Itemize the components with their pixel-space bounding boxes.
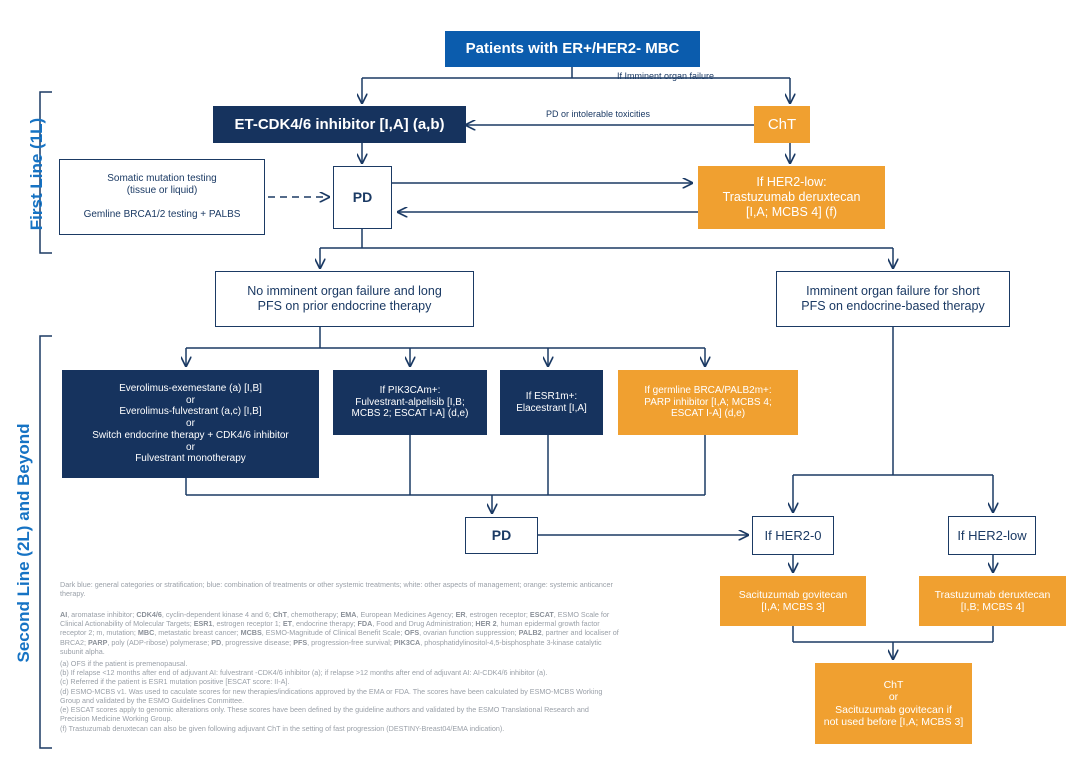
node-final-cht: ChT or Sacituzumab govitecan if not used… — [815, 663, 972, 744]
footnote: (f) Trastuzumab deruxtecan can also be g… — [60, 723, 505, 733]
node-if-her2-low-second: If HER2-low — [948, 516, 1036, 555]
node-sacituzumab: Sacituzumab govitecan [I,A; MCBS 3] — [720, 576, 866, 626]
abbreviation-term: MBC — [137, 628, 155, 638]
abbreviation-term: CDK4/6 — [136, 610, 162, 619]
abbreviation-term: ESCAT — [529, 610, 554, 619]
abbreviation-term: AI — [60, 610, 68, 619]
node-everolimus-options: Everolimus-exemestane (a) [I,B] or Evero… — [62, 370, 319, 478]
abbreviation-definition: , ovarian function suppression; — [419, 628, 519, 638]
abbreviation-term: ChT — [272, 610, 287, 619]
abbreviation-term: PD — [211, 637, 222, 647]
abbreviation-term: PIK3CA — [393, 637, 421, 647]
abbreviation-term: PALB2 — [518, 628, 542, 638]
abbreviation-definition: , chemotherapy; — [286, 610, 341, 619]
abbreviation-definition: , progression-free survival; — [307, 637, 394, 647]
abbreviation-definition: , estrogen receptor 1; — [212, 619, 283, 629]
node-cht-top: ChT — [754, 106, 810, 143]
footnote: (e) ESCAT scores apply to genomic altera… — [60, 705, 589, 724]
edge-label-pd-tox: PD or intolerable toxicities — [546, 109, 651, 119]
abbreviation-definition: , poly (ADP-ribose) polymerase; — [107, 637, 212, 647]
node-patients-er-her2: Patients with ER+/HER2- MBC — [445, 31, 700, 67]
node-no-imminent-failure: No imminent organ failure and long PFS o… — [215, 271, 474, 327]
abbreviation-term: FDA — [357, 619, 373, 629]
abbreviation-term: EMA — [340, 610, 357, 619]
footnote: (d) ESMO-MCBS v1. Was used to caculate s… — [60, 686, 603, 705]
abbreviation-definition: , estrogen receptor; — [465, 610, 530, 619]
node-esr1: If ESR1m+: Elacestrant [I,A] — [500, 370, 603, 435]
abbreviation-definition: , cyclin-dependent kinase 4 and 6; — [161, 610, 273, 619]
abbreviation-definition: , metastatic breast cancer; — [154, 628, 241, 638]
abbreviation-definition: , ESMO-Magnitude of Clinical Benefit Sca… — [261, 628, 405, 638]
abbreviation-term: ET — [282, 619, 292, 629]
node-if-her2-0: If HER2-0 — [752, 516, 834, 555]
node-pd-first: PD — [333, 166, 392, 229]
node-pik3ca: If PIK3CAm+: Fulvestrant-alpelisib [I,B;… — [333, 370, 487, 435]
node-brca-parp: If germline BRCA/PALB2m+: PARP inhibitor… — [618, 370, 798, 435]
node-et-cdk46: ET-CDK4/6 inhibitor [I,A] (a,b) — [213, 106, 466, 143]
first-line-label: First Line (1L) — [27, 117, 46, 231]
abbreviation-definition: , European Medicines Agency; — [356, 610, 456, 619]
node-imminent-failure: Imminent organ failure for short PFS on … — [776, 271, 1010, 327]
node-pd-second: PD — [465, 517, 538, 554]
abbreviation-term: PFS — [293, 637, 308, 647]
edge-label-imminent: If Imminent organ failure — [617, 71, 715, 81]
abbreviation-definition: , Food and Drug Administration; — [372, 619, 476, 629]
abbreviation-definition: , human epidermal growth factor receptor… — [60, 619, 600, 638]
abbreviation-term: ER — [455, 610, 466, 619]
abbreviations-text: AI, aromatase inhibitor; CDK4/6, cyclin-… — [60, 610, 620, 656]
abbreviation-definition: , partner and localiser of BRCA2; — [60, 628, 619, 647]
abbreviation-term: PARP — [87, 637, 108, 647]
second-line-label: Second Line (2L) and Beyond — [14, 423, 33, 663]
node-her2-low-first: If HER2-low: Trastuzumab deruxtecan [I,A… — [698, 166, 885, 229]
abbreviation-definition: , endocrine therapy; — [292, 619, 358, 629]
footnote: (b) If relapse <12 months after end of a… — [60, 668, 548, 678]
legend-note: Dark blue: general categories or stratif… — [60, 580, 620, 598]
abbreviations-note: AI, aromatase inhibitor; CDK4/6, cyclin-… — [60, 610, 620, 656]
legend-text: Dark blue: general categories or stratif… — [60, 580, 613, 599]
node-trastuzumab: Trastuzumab deruxtecan [I,B; MCBS 4] — [919, 576, 1066, 626]
abbreviation-definition: , aromatase inhibitor; — [67, 610, 137, 619]
abbreviation-definition: , ESMO Scale for Clinical Actionability … — [60, 610, 610, 629]
footnotes-note: (a) OFS if the patient is premenopausal.… — [60, 659, 620, 733]
footnote: (c) Referred if the patient is ESR1 muta… — [60, 677, 290, 687]
abbreviation-term: ESR1 — [193, 619, 213, 629]
abbreviation-definition: , progressive disease; — [221, 637, 294, 647]
abbreviation-term: MCBS — [240, 628, 262, 638]
abbreviation-definition: , phosphatidylinositol-4,5-bisphosphate … — [60, 637, 602, 656]
footnote: (a) OFS if the patient is premenopausal. — [60, 659, 188, 668]
node-somatic-testing: Somatic mutation testing (tissue or liqu… — [59, 159, 265, 235]
abbreviation-term: HER 2 — [475, 619, 497, 629]
abbreviation-term: OFS — [404, 628, 420, 638]
